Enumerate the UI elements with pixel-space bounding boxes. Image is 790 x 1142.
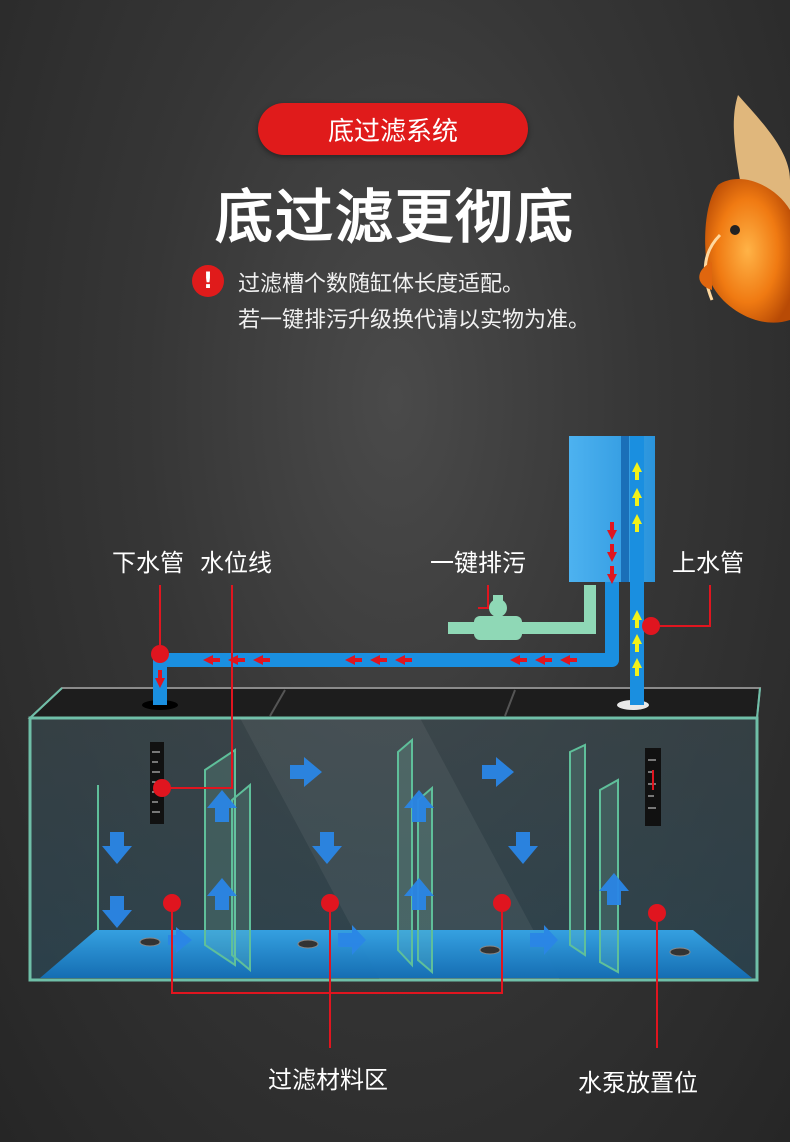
label-water-level: 水位线 bbox=[200, 549, 272, 577]
bottom-drains bbox=[139, 937, 691, 957]
notice-line-2: 若一键排污升级换代请以实物为准。 bbox=[238, 308, 591, 333]
thermometer-gauge bbox=[645, 748, 661, 826]
callout-lines bbox=[159, 585, 711, 1048]
flow-arrows-yellow bbox=[632, 462, 642, 676]
tank-flow-arrows bbox=[102, 757, 629, 955]
label-pump-position: 水泵放置位 bbox=[578, 1069, 698, 1097]
page-title: 底过滤更彻底 bbox=[214, 183, 575, 251]
water-layer bbox=[40, 930, 752, 978]
drain-valve-icon bbox=[474, 595, 522, 640]
label-one-key-drain: 一键排污 bbox=[430, 549, 526, 577]
goldfish-icon bbox=[699, 95, 790, 323]
callout-dots bbox=[151, 617, 666, 922]
label-down-pipe: 下水管 bbox=[112, 549, 184, 577]
flow-arrows-red bbox=[155, 522, 617, 688]
label-filter-zone: 过滤材料区 bbox=[268, 1066, 388, 1094]
exclamation-icon: ! bbox=[192, 265, 224, 297]
section-banner: 底过滤系统 bbox=[258, 103, 528, 155]
label-up-pipe: 上水管 bbox=[672, 549, 744, 577]
notice-line-1: 过滤槽个数随缸体长度适配。 bbox=[238, 272, 525, 297]
